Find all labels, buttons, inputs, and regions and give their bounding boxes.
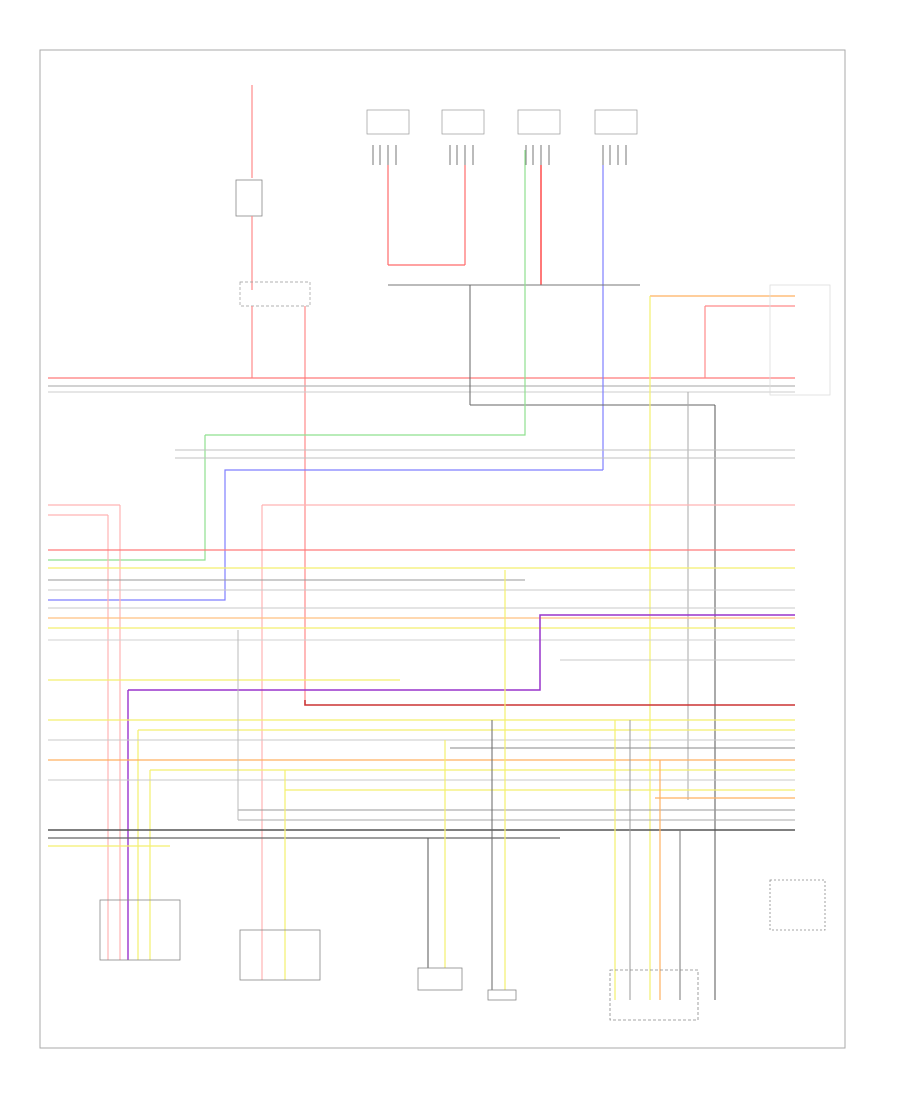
wire-layer [48,85,795,1000]
knock-sensor [487,989,517,1001]
blue-wire [48,469,603,601]
upper-right-label-box [769,284,831,396]
red-path [304,700,795,706]
fuse-block [235,179,263,217]
injector-pins [372,145,627,165]
engine-control-module-left [99,899,181,961]
injector-group [366,109,638,135]
diagram-frame [39,49,846,1049]
component-layer [99,284,831,1021]
green-wire-2 [48,435,206,561]
throttle-sensor [417,967,463,991]
green-wire [205,150,526,436]
idle-air-control [609,969,699,1021]
right-connector [769,879,826,931]
relay-box [239,281,311,307]
purple-wire [128,614,795,691]
sensor-connector-1 [239,929,321,981]
